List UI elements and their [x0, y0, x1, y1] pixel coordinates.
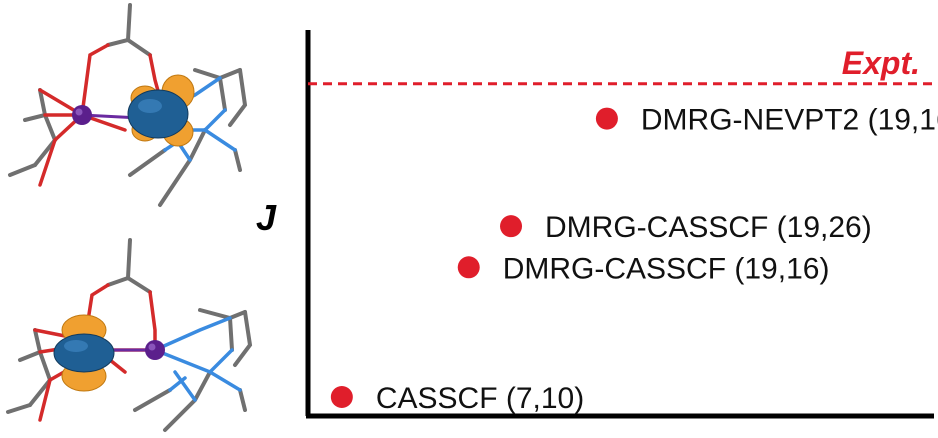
- experiment-reference-label: Expt.: [842, 45, 920, 81]
- data-point: [330, 386, 353, 409]
- y-axis-label: J: [256, 197, 277, 238]
- chart-area: J Expt. DMRG-NEVPT2 (19,16) DMRG-CASSCF (…: [256, 30, 938, 419]
- data-point: [595, 107, 618, 130]
- data-point-label: DMRG-NEVPT2 (19,16): [641, 104, 938, 137]
- data-point-label: DMRG-CASSCF (19,26): [545, 211, 872, 244]
- data-point: [457, 256, 480, 279]
- data-point-label: DMRG-CASSCF (19,16): [503, 252, 830, 285]
- molecule-top-illustration: [8, 3, 248, 207]
- molecule-bottom-illustration: [6, 238, 253, 432]
- data-point: [500, 215, 523, 238]
- data-points: DMRG-NEVPT2 (19,16) DMRG-CASSCF (19,26) DM…: [330, 104, 938, 415]
- data-point-label: CASSCF (7,10): [376, 382, 584, 415]
